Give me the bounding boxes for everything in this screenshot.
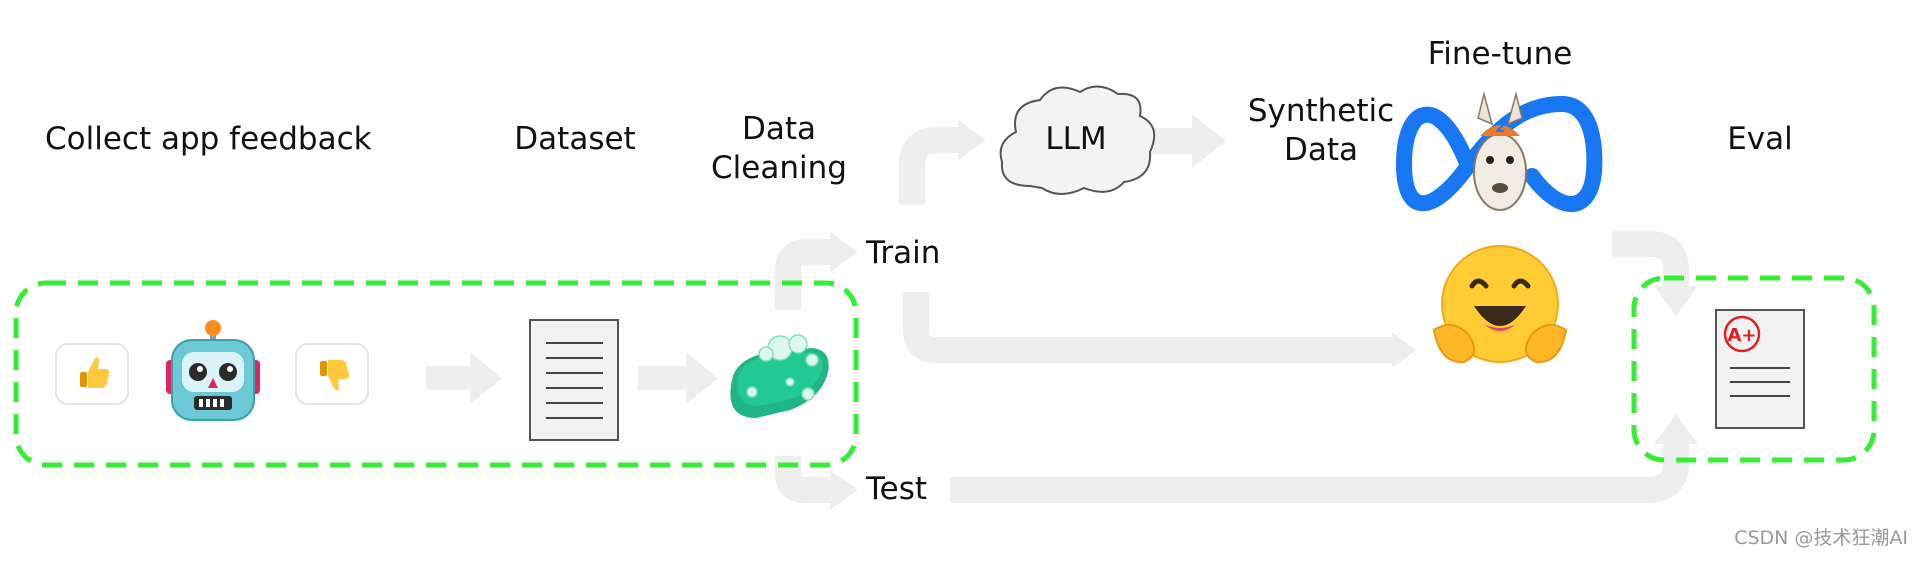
cloud-icon <box>999 85 1156 195</box>
document-icon <box>529 319 619 441</box>
arrow-train-to-llm <box>899 120 986 205</box>
train-label: Train <box>866 235 941 271</box>
robot-icon <box>166 320 260 421</box>
data-cleaning-line-2: Cleaning <box>711 150 847 186</box>
arrow-train-to-finetune <box>903 292 1416 368</box>
eval-group-box <box>1631 275 1877 463</box>
watermark: CSDN @技术狂潮AI <box>1734 527 1908 549</box>
thumbs-down-button <box>295 343 369 405</box>
test-label: Test <box>866 471 928 507</box>
thumbs-up-button <box>55 343 129 405</box>
thumbs-up-icon <box>80 357 110 388</box>
eval-label: Eval <box>1727 121 1793 157</box>
llm-label: LLM <box>1045 121 1107 157</box>
data-cleaning-label: Data Cleaning <box>694 110 864 188</box>
arrow-dataset-to-cleaning <box>638 352 718 404</box>
synthetic-data-label: Synthetic Data <box>1236 92 1406 170</box>
arrow-to-train <box>775 232 858 310</box>
arrow-to-test <box>775 456 858 510</box>
arrow-llm-to-synthetic <box>1152 114 1226 168</box>
graded-paper-icon <box>1715 309 1805 429</box>
fine-tune-label: Fine-tune <box>1427 36 1573 72</box>
arrow-finetune-to-eval <box>1612 231 1698 316</box>
arrow-test-to-eval <box>950 414 1698 503</box>
meta-llama-icon: 2 <box>1395 91 1603 212</box>
collect-group-box <box>13 280 859 468</box>
arrow-collect-to-dataset <box>426 352 502 404</box>
dataset-label: Dataset <box>514 121 636 157</box>
collect-feedback-label: Collect app feedback <box>45 121 372 157</box>
synthetic-data-line-1: Synthetic <box>1247 93 1395 129</box>
soap-icon <box>730 334 829 418</box>
svg-text:2: 2 <box>1495 120 1505 136</box>
thumbs-down-icon <box>320 360 350 391</box>
data-cleaning-line-1: Data <box>741 111 817 147</box>
synthetic-data-line-2: Data <box>1283 132 1359 168</box>
hugging-face-icon <box>1432 245 1568 364</box>
grade-mark: A+ <box>1727 325 1756 346</box>
